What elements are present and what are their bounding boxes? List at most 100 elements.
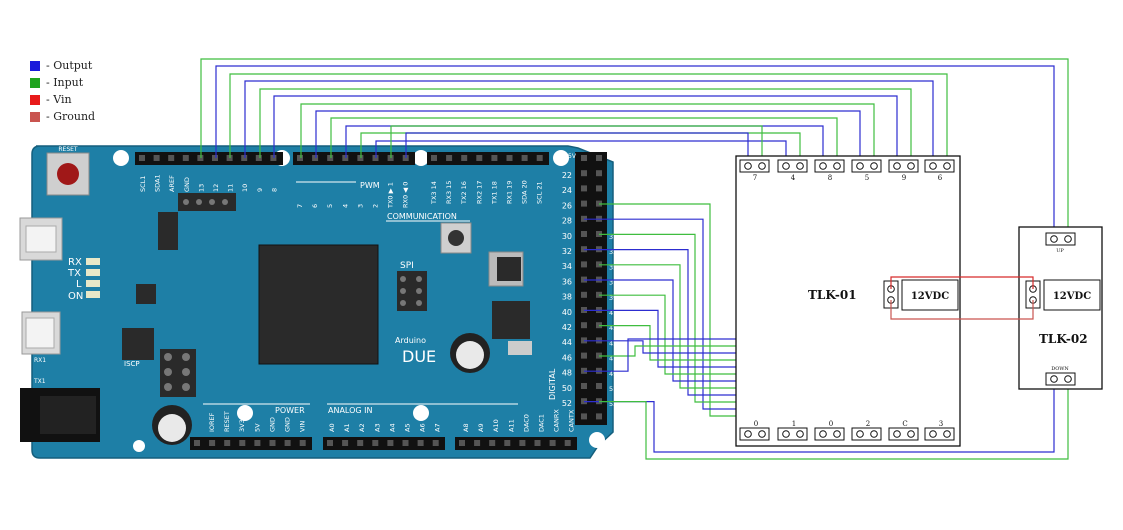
digital-pin-label: 32 bbox=[562, 247, 572, 256]
tlk-01-bottom-terminal-label: 1 bbox=[792, 420, 796, 428]
analog-pin-label: DAC1 bbox=[538, 414, 546, 432]
top-pin-label: 10 bbox=[241, 184, 249, 192]
legend-input-label: - Input bbox=[46, 76, 84, 89]
jtag-header bbox=[158, 212, 178, 250]
legend-ground-label: - Ground bbox=[46, 110, 96, 123]
reset-button-cap[interactable] bbox=[57, 163, 79, 185]
top-pin-label: AREF bbox=[168, 175, 176, 192]
pin-socket bbox=[491, 155, 498, 161]
power-pin-label: 3V3 bbox=[238, 419, 246, 432]
mount-hole bbox=[553, 150, 569, 166]
tlk-01-top-terminal-label: 4 bbox=[791, 174, 796, 182]
header-power bbox=[190, 437, 312, 450]
led-on-label: ON bbox=[68, 291, 83, 302]
led-tx bbox=[86, 269, 100, 276]
rx1-label: RX1 bbox=[34, 357, 46, 364]
sam3x-mcu bbox=[258, 244, 379, 365]
pin-socket bbox=[224, 440, 231, 446]
pin-socket bbox=[239, 440, 246, 446]
analog-pin-label: CANRX bbox=[553, 409, 561, 432]
analog-in-label: ANALOG IN bbox=[328, 406, 373, 415]
pin-socket bbox=[506, 155, 513, 161]
digital-pin-label-odd: 35 bbox=[609, 263, 617, 271]
legend-ground: - Ground bbox=[30, 108, 95, 125]
analog-pin-label: DAC0 bbox=[522, 414, 530, 432]
pwm-pin-label: 6 bbox=[311, 204, 319, 208]
tlk-01-top-terminal-label: 8 bbox=[828, 174, 832, 182]
pwm-pin-label: 5 bbox=[326, 204, 334, 208]
comm-pin-label: RX1 19 bbox=[506, 181, 514, 204]
iscp-label: ISCP bbox=[124, 360, 140, 368]
pin-socket bbox=[581, 170, 587, 177]
iscp-chip bbox=[122, 328, 154, 360]
wire-output bbox=[375, 140, 787, 166]
pin-socket bbox=[581, 261, 587, 268]
tlk-01-top-terminal-label: 6 bbox=[938, 174, 943, 182]
digital-pin-label: 40 bbox=[562, 308, 572, 317]
pin-socket bbox=[402, 440, 409, 446]
tlk-01-bottom-terminal-label: 2 bbox=[866, 420, 870, 428]
vin-wire bbox=[890, 276, 1034, 289]
legend-vin-label: - Vin bbox=[46, 93, 72, 106]
digital-pin-label: 48 bbox=[562, 369, 572, 378]
digital-pin-label-odd: 39 bbox=[609, 294, 617, 302]
digital-pin-label: 24 bbox=[562, 186, 572, 195]
top-pin-label: SCL1 bbox=[139, 176, 147, 192]
top-pin-label: 13 bbox=[197, 184, 205, 192]
top-pin-label: SDA1 bbox=[154, 174, 162, 192]
pin-socket bbox=[297, 155, 303, 161]
pin-socket bbox=[459, 440, 465, 446]
wire-output bbox=[273, 95, 898, 166]
wire-input bbox=[599, 379, 1069, 460]
power-pin-label: VIN bbox=[299, 421, 307, 432]
pin-socket bbox=[504, 440, 511, 446]
digital-pin-label-odd: 37 bbox=[609, 279, 617, 287]
arduino-due-board: RESET bbox=[19, 145, 617, 459]
led-l-label: L bbox=[76, 279, 82, 290]
tlk-01-bottom-terminal-label: 0 bbox=[829, 420, 833, 428]
digital-pin-label-odd: 45 bbox=[609, 339, 617, 347]
pin-socket bbox=[489, 440, 496, 446]
tx1-label: TX1 bbox=[33, 378, 46, 385]
comm-pin-label: RX2 17 bbox=[475, 181, 483, 204]
wire-output bbox=[405, 132, 749, 166]
pin-socket bbox=[581, 200, 587, 207]
pin-socket bbox=[519, 440, 526, 446]
tlk-02-down-label: DOWN bbox=[1051, 366, 1069, 372]
digital-pin-label-odd: 43 bbox=[609, 324, 617, 332]
wire-input bbox=[300, 103, 875, 166]
digital-pin-label: 42 bbox=[562, 323, 572, 332]
top-pin-label: 8 bbox=[270, 188, 278, 192]
pin-socket bbox=[254, 440, 261, 446]
pin-socket bbox=[534, 440, 541, 446]
pin-socket bbox=[596, 185, 602, 192]
tlk-01-top-terminal-label: 7 bbox=[753, 174, 757, 182]
comm-pin-label: TX1 18 bbox=[490, 181, 498, 205]
wire-output bbox=[244, 80, 934, 166]
tlk-02-up-label: UP bbox=[1056, 248, 1064, 254]
legend-output-swatch bbox=[30, 60, 40, 71]
digital-pin-label: 30 bbox=[562, 232, 572, 241]
analog-pin-label: A1 bbox=[343, 423, 351, 432]
due-label: DUE bbox=[402, 347, 436, 366]
led-rx-label: RX bbox=[68, 257, 82, 268]
legend-ground-swatch bbox=[30, 111, 40, 122]
comm-pin-label: TX2 16 bbox=[460, 181, 468, 205]
pin-socket bbox=[342, 155, 349, 161]
analog-pin-label: A10 bbox=[492, 419, 500, 432]
digital-pin-label: 50 bbox=[562, 384, 572, 393]
digital-pin-label: 46 bbox=[562, 353, 572, 362]
pin-socket bbox=[581, 185, 587, 192]
pin-socket bbox=[549, 440, 556, 446]
tlk-01-bottom-terminal-label: 0 bbox=[754, 420, 758, 428]
pin-socket bbox=[194, 440, 200, 446]
pin-socket bbox=[431, 155, 437, 161]
tlk-02-power-box bbox=[1043, 279, 1101, 311]
pin-socket bbox=[581, 155, 587, 161]
digital-pin-label: 36 bbox=[562, 277, 572, 286]
pwm-pin-label: TX0 ▶ 1 bbox=[387, 182, 395, 209]
pin-socket bbox=[581, 291, 587, 298]
